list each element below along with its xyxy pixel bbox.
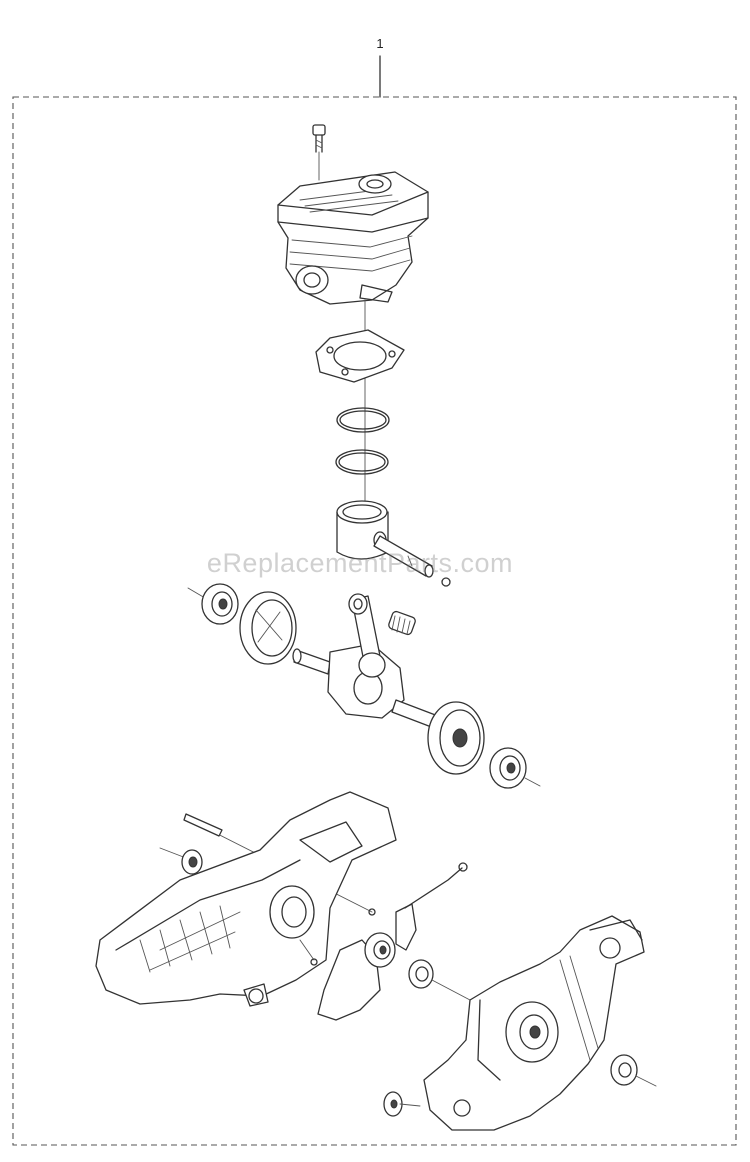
crankshaft [292, 593, 439, 729]
cylinder-screw [312, 124, 326, 181]
piston-pin [373, 535, 451, 587]
seal-bottom-right [610, 1054, 657, 1087]
needle-bearing [388, 610, 416, 636]
crank-web-right [427, 701, 485, 775]
cylinder [277, 171, 429, 305]
seal-and-bracket [317, 862, 468, 1021]
crankcase-right [423, 915, 645, 1131]
assembly-frame [12, 96, 737, 1146]
bearing-right [489, 747, 541, 789]
piston-rings [335, 407, 390, 475]
crank-web-left [239, 591, 297, 665]
bearing-left [187, 583, 239, 625]
crankcase-left [95, 791, 397, 1007]
seal-bottom-left [383, 1091, 421, 1117]
cylinder-gasket [315, 329, 405, 383]
seal-right [408, 959, 471, 1001]
callout-number: 1 [376, 36, 384, 51]
